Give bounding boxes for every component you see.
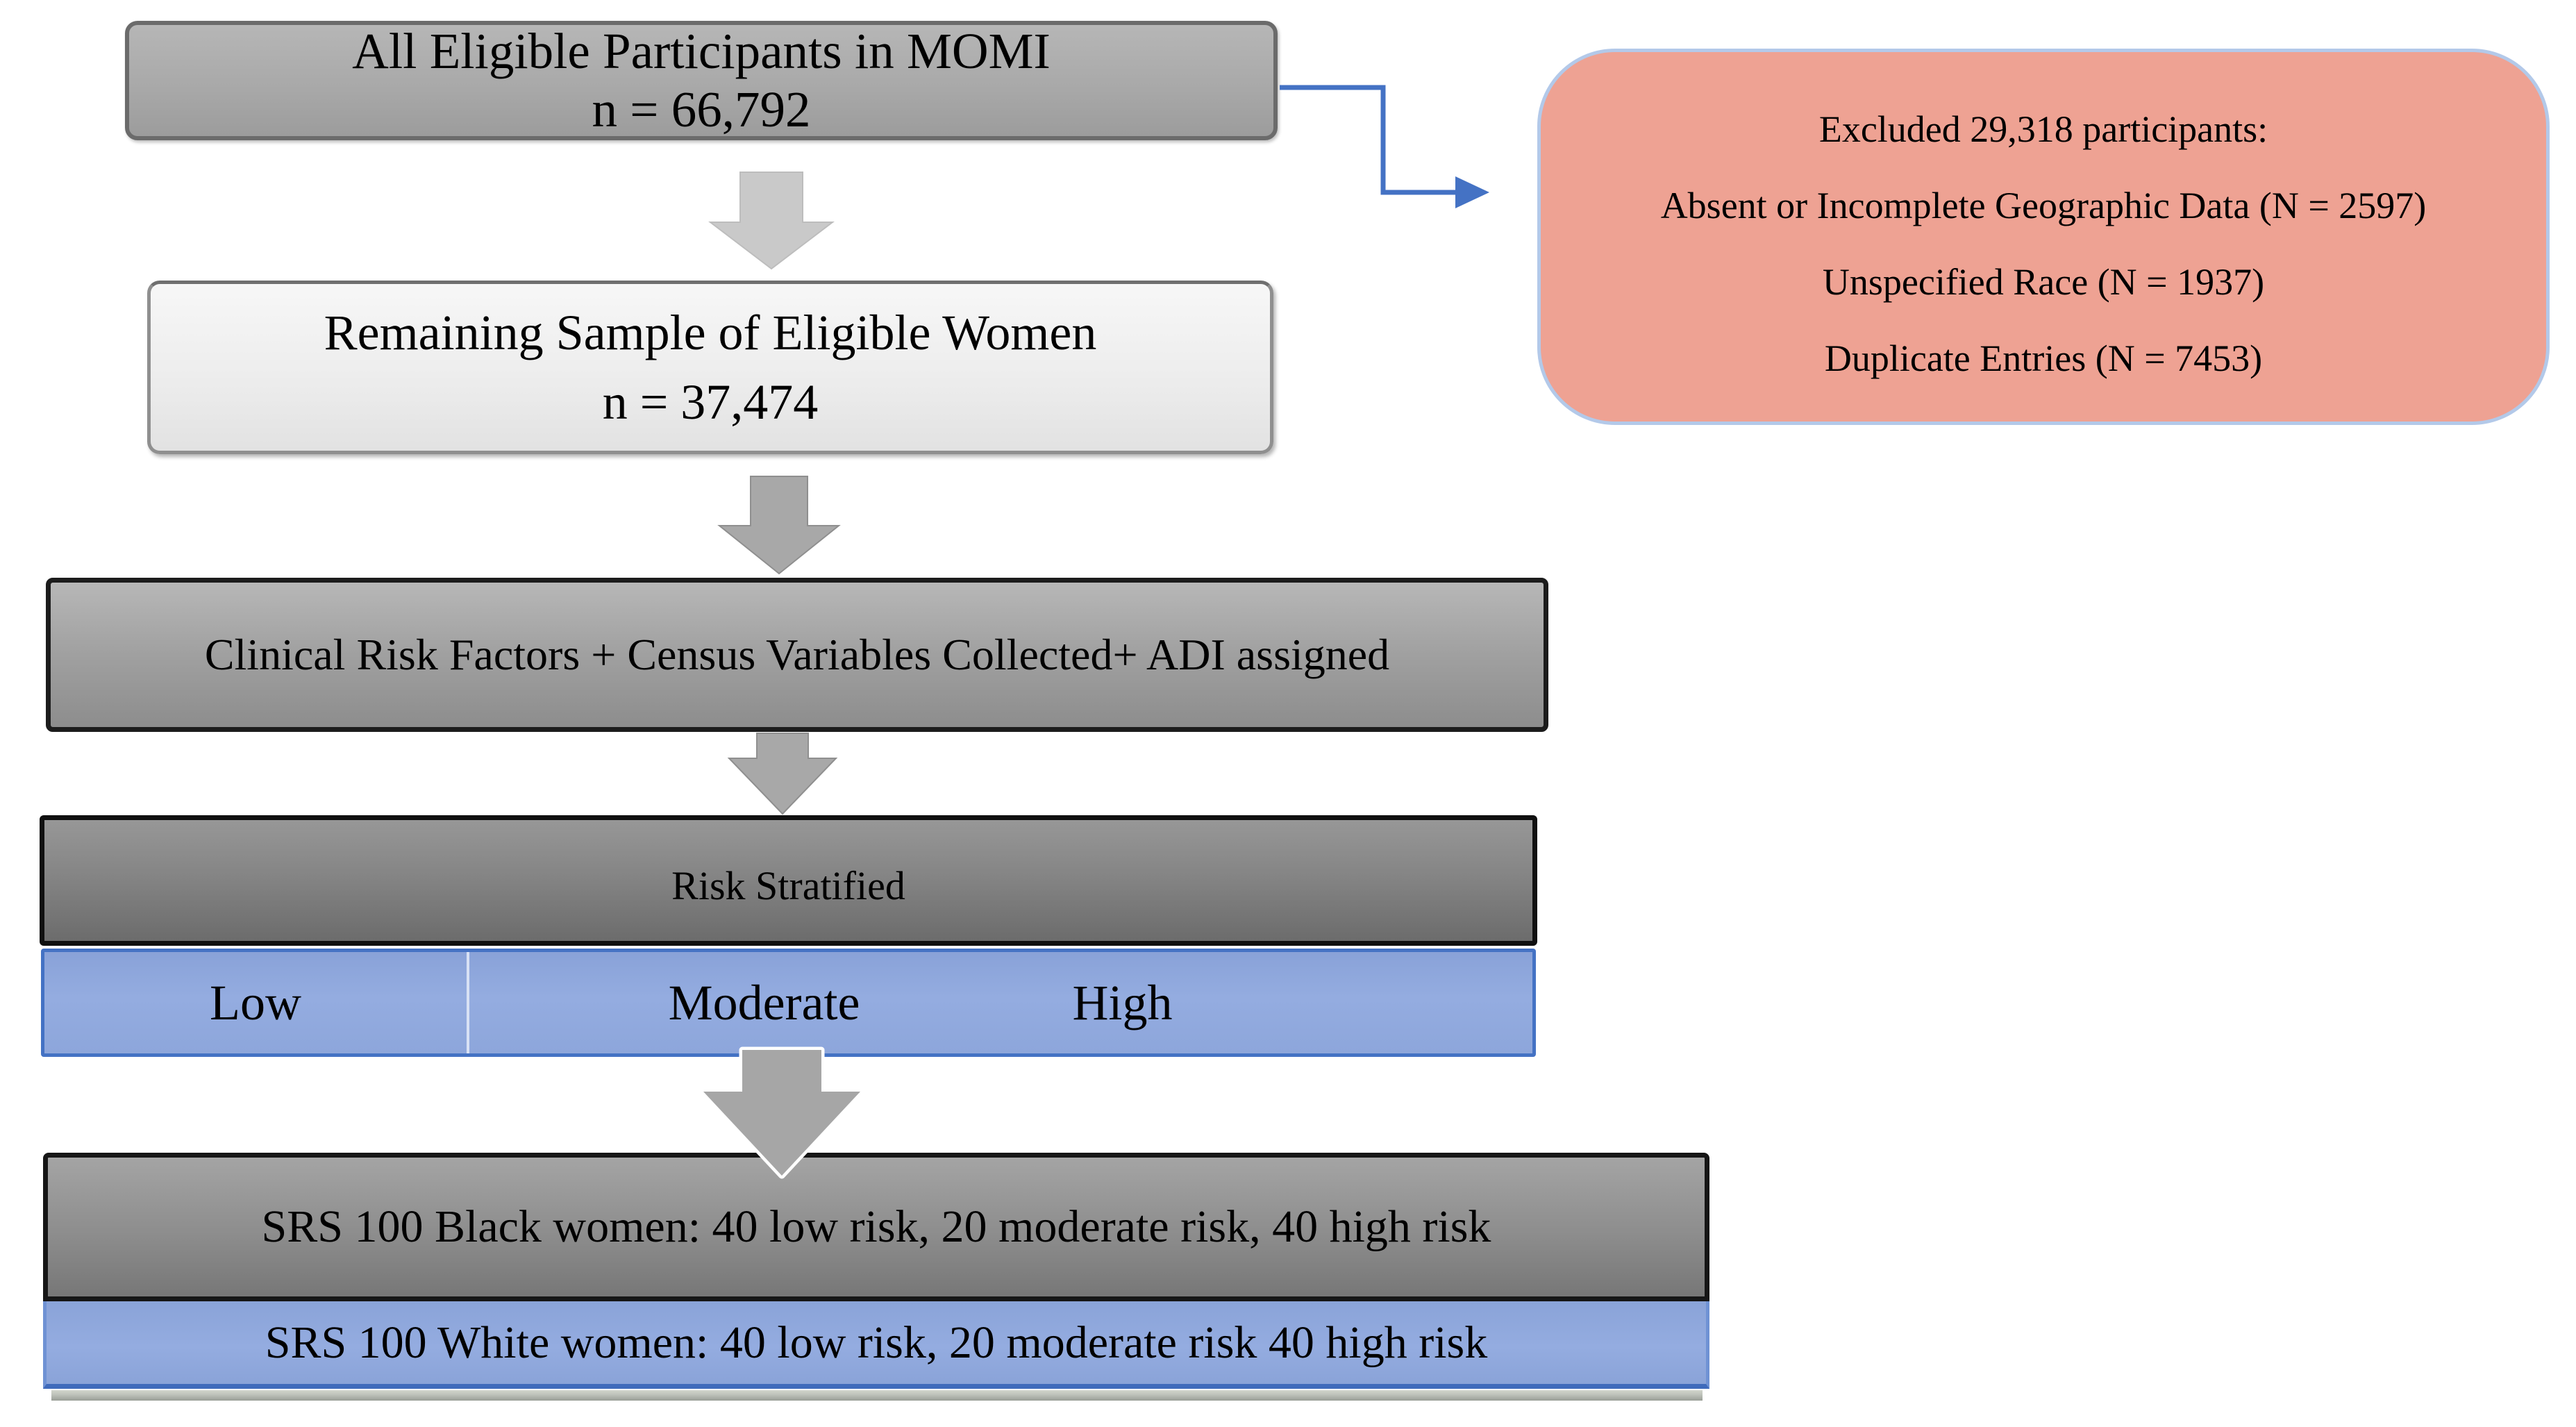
box-srs-white-women: SRS 100 White women: 40 low risk, 20 mod… xyxy=(43,1301,1709,1389)
excluded-reason-race: Unspecified Race (N = 1937) xyxy=(1822,261,2265,303)
elbow-right-arrow-head xyxy=(1455,176,1489,208)
down-block-arrow-2 xyxy=(717,476,841,575)
box-clinical-risk-factors: Clinical Risk Factors + Census Variables… xyxy=(46,578,1548,732)
risk-level-cell-moderate-high: Moderate High xyxy=(467,952,1532,1053)
excluded-heading: Excluded 29,318 participants: xyxy=(1818,108,2268,150)
box-excluded-participants: Excluded 29,318 participants: Absent or … xyxy=(1537,49,2550,425)
clinical-risk-factors-label: Clinical Risk Factors + Census Variables… xyxy=(204,630,1390,679)
excluded-reason-geographic: Absent or Incomplete Geographic Data (N … xyxy=(1660,185,2427,226)
risk-level-low-label: Low xyxy=(210,974,301,1030)
all-eligible-count: n = 66,792 xyxy=(592,81,811,137)
down-block-arrow-3 xyxy=(727,733,838,815)
box-risk-stratified: Risk Stratified xyxy=(40,815,1537,946)
elbow-right-arrow-line xyxy=(1280,85,1455,195)
remaining-sample-count: n = 37,474 xyxy=(602,374,819,430)
all-eligible-title: All Eligible Participants in MOMI xyxy=(352,23,1051,79)
risk-level-band: Low Moderate High xyxy=(41,949,1536,1057)
srs-black-women-label: SRS 100 Black women: 40 low risk, 20 mod… xyxy=(261,1201,1491,1252)
excluded-reason-duplicates: Duplicate Entries (N = 7453) xyxy=(1824,337,2263,379)
bottom-shadow-strip xyxy=(51,1390,1703,1401)
box-remaining-sample: Remaining Sample of Eligible Women n = 3… xyxy=(147,281,1273,454)
down-block-arrow-1 xyxy=(708,172,835,270)
risk-level-cell-low: Low xyxy=(44,952,467,1053)
srs-white-women-label: SRS 100 White women: 40 low risk, 20 mod… xyxy=(265,1317,1488,1368)
remaining-sample-title: Remaining Sample of Eligible Women xyxy=(324,305,1097,360)
risk-level-moderate-label: Moderate xyxy=(668,974,860,1030)
box-all-eligible-participants: All Eligible Participants in MOMI n = 66… xyxy=(125,21,1278,140)
box-srs-black-women: SRS 100 Black women: 40 low risk, 20 mod… xyxy=(43,1153,1709,1301)
risk-stratified-label: Risk Stratified xyxy=(671,862,905,908)
risk-level-high-label: High xyxy=(1072,974,1173,1030)
